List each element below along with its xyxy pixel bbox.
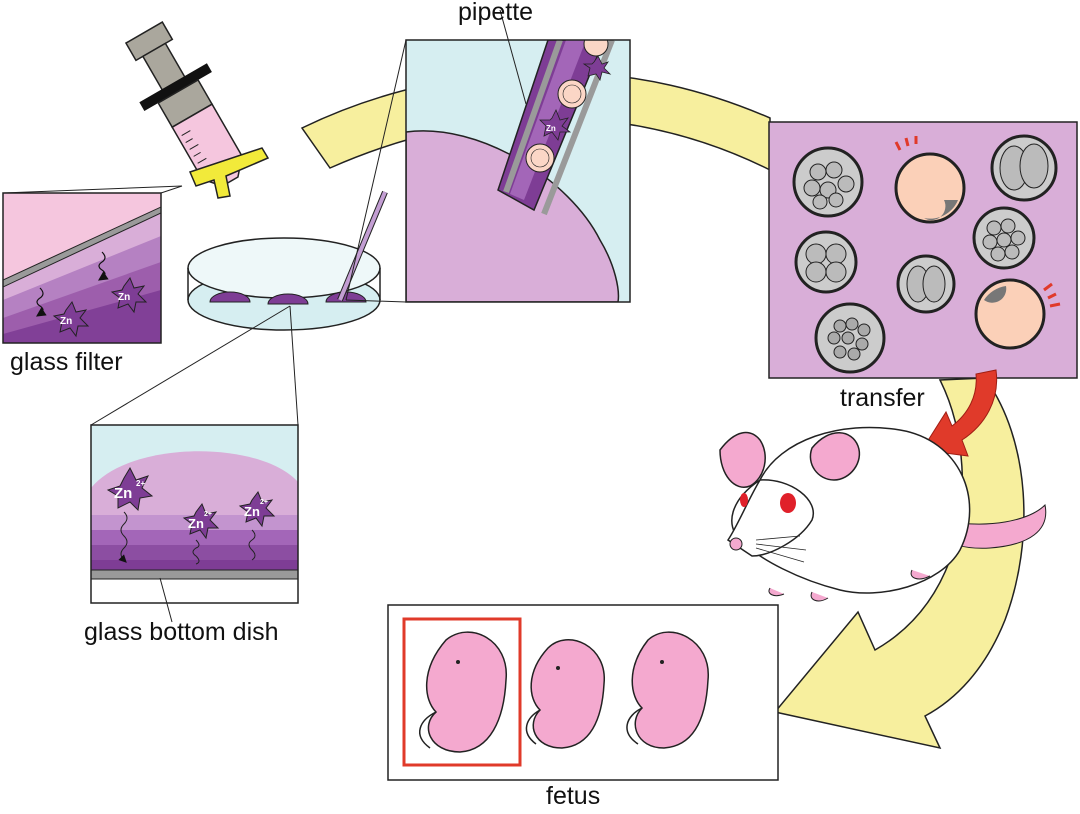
- glass-filter-inset: Zn Zn: [2, 192, 162, 344]
- embryo-blastocyst-highlighted: [894, 136, 966, 224]
- pipette-inset: Zn: [405, 9, 631, 303]
- syringe-filter: [2, 147, 270, 199]
- transfer-inset: [768, 121, 1078, 379]
- label-glass-bottom-dish: glass bottom dish: [84, 618, 279, 646]
- embryo-eight-cell: [972, 206, 1036, 270]
- embryo-morula: [792, 146, 864, 218]
- zn-symbol: Zn: [114, 485, 132, 502]
- zn-charge: 2+: [260, 499, 268, 506]
- label-pipette: pipette: [458, 0, 534, 26]
- zn-charge: 2+: [136, 479, 145, 488]
- zn-ion: Zn: [110, 276, 148, 314]
- zn-symbol: Zn: [118, 292, 130, 303]
- zn-symbol: Zn: [546, 124, 556, 133]
- label-fetus: fetus: [546, 782, 601, 810]
- label-transfer: transfer: [840, 384, 925, 412]
- zn-symbol: Zn: [244, 504, 260, 519]
- embryo-four-cell: [794, 230, 858, 294]
- glass-bottom-dish-inset: Zn 2+ Zn 2+ Zn 2+: [90, 424, 299, 623]
- fetus-1: [419, 631, 507, 753]
- embryo-morula-large: [814, 302, 886, 374]
- fetus-2: [525, 639, 605, 749]
- petri-dish: [90, 39, 407, 426]
- fetus-highlight-box: [402, 617, 522, 767]
- mouse: [719, 426, 1047, 602]
- fetus-3: [626, 631, 709, 749]
- syringe: [124, 21, 244, 187]
- label-glass-filter: glass filter: [10, 348, 123, 376]
- embryo-two-cell-small: [896, 254, 956, 314]
- zn-ion: Zn: [52, 300, 90, 338]
- embryo-blastocyst-highlighted-2: [974, 278, 1061, 350]
- zn-symbol: Zn: [60, 316, 72, 327]
- zn-symbol: Zn: [188, 516, 204, 531]
- fetus-panel: [387, 604, 779, 781]
- embryo-two-cell: [990, 134, 1058, 202]
- zn-charge: 2+: [204, 511, 212, 518]
